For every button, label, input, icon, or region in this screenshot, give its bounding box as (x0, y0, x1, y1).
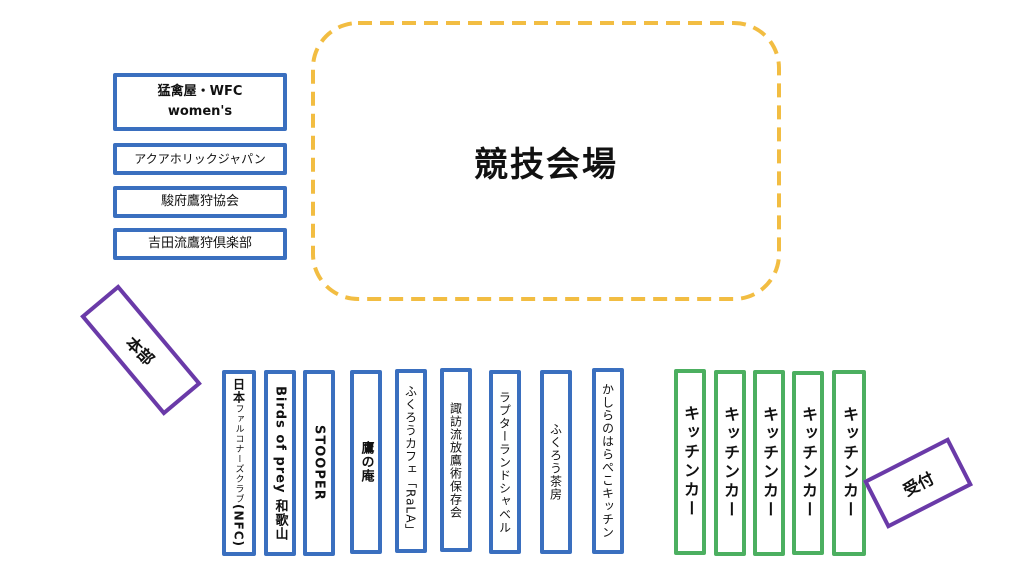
booth-raptor-land-shovel: ラプターランドシャベル (489, 370, 521, 554)
booth-label: 諏訪流放鷹術保存会 (448, 401, 463, 519)
booth-label: STOOPER (311, 425, 327, 501)
booth-label-line2: women's (167, 104, 233, 119)
reception-booth: 受付 (862, 437, 974, 529)
booth-mokinya-wfc: 猛禽屋・WFC women's (113, 73, 287, 131)
competition-arena: 競技会場 (311, 21, 781, 301)
kitchen-car-label: キッチンカー (760, 406, 779, 520)
arena-dashed-border (311, 21, 781, 301)
booth-label: Birds of prey 和歌山 (272, 385, 288, 541)
arena-label: 競技会場 (474, 144, 618, 185)
kitchen-car-1: キッチンカー (674, 369, 706, 555)
booth-label: ふくろうカフェ「RaLA」 (403, 385, 418, 537)
booth-taka-no-io: 鷹の庵 (350, 370, 382, 554)
booth-fukurou-sabou: ふくろう茶房 (540, 370, 572, 554)
booth-sunpu-takagari: 駿府鷹狩協会 (113, 186, 287, 218)
reception-label: 受付 (900, 468, 938, 501)
booth-nfc: 日本ファルコナーズクラブ(NFC) (222, 370, 256, 556)
kitchen-car-label: キッチンカー (799, 406, 818, 520)
booth-owl-cafe-rala: ふくろうカフェ「RaLA」 (395, 369, 427, 553)
booth-label: 吉田流鷹狩倶楽部 (147, 235, 252, 251)
kitchen-car-4: キッチンカー (792, 371, 824, 555)
booth-stooper: STOOPER (303, 370, 335, 556)
kitchen-car-2: キッチンカー (714, 370, 746, 556)
booth-label: アクアホリックジャパン (134, 151, 266, 166)
booth-label: 駿府鷹狩協会 (160, 193, 239, 209)
booth-yoshida-ryu: 吉田流鷹狩倶楽部 (113, 228, 287, 260)
booth-birds-of-prey-wakayama: Birds of prey 和歌山 (264, 370, 296, 556)
kitchen-car-label: キッチンカー (681, 405, 700, 519)
booth-label: ラプターランドシャベル (497, 390, 512, 534)
kitchen-car-5: キッチンカー (832, 370, 866, 556)
headquarters-label: 本部 (121, 333, 158, 370)
kitchen-car-label: キッチンカー (721, 406, 740, 520)
booth-aquaholic-japan: アクアホリックジャパン (113, 143, 287, 175)
booth-label: 鷹の庵 (358, 441, 374, 483)
kitchen-car-label: キッチンカー (840, 406, 859, 520)
booth-label: 日本ファルコナーズクラブ(NFC) (231, 378, 246, 548)
headquarters-booth: 本部 (80, 284, 202, 416)
booth-suwa-ryu: 諏訪流放鷹術保存会 (440, 368, 472, 552)
booth-label: かしらのはらぺこキッチン (600, 383, 615, 539)
booth-label: ふくろう茶房 (548, 423, 563, 501)
booth-label-line1: 猛禽屋・WFC (157, 83, 243, 99)
kitchen-car-3: キッチンカー (753, 370, 785, 556)
booth-kashira-harapeko-kitchen: かしらのはらぺこキッチン (592, 368, 624, 554)
